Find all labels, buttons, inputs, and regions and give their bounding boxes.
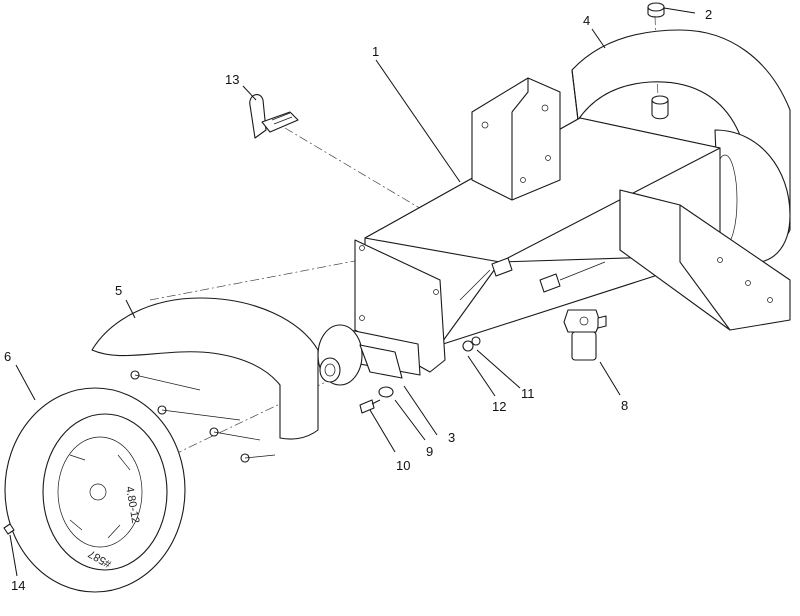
callout-10: 10 [396,458,410,473]
hydraulic-fittings [459,257,606,352]
lug-nut [3,523,15,535]
filter [563,309,607,361]
callout-12: 12 [492,399,506,414]
frame-upright-bracket [471,77,561,201]
callout-3: 3 [448,430,455,445]
callout-labels: 1 2 3 4 5 6 8 9 10 11 12 13 14 [4,7,712,593]
leader-lines [9,7,696,577]
washer [378,386,394,398]
centerline-bracket [284,127,471,239]
callout-6: 6 [4,349,11,364]
callout-5: 5 [115,283,122,298]
hose-bracket [249,94,299,139]
left-tire: 4.80-12 #587 [4,387,186,593]
callout-11: 11 [521,386,535,401]
callout-13: 13 [225,72,239,87]
callout-1: 1 [372,44,379,59]
callout-14: 14 [11,578,25,593]
callout-9: 9 [426,444,433,459]
left-fender [91,297,319,440]
frame-tongue [619,189,791,331]
centerline-axle-top [149,259,361,301]
bolt [359,399,381,414]
hub-assembly [317,324,421,386]
lug-studs [130,370,276,463]
fill-neck [651,95,669,120]
callout-4: 4 [583,13,590,28]
callout-8: 8 [621,398,628,413]
cap [647,2,665,18]
callout-2: 2 [705,7,712,22]
